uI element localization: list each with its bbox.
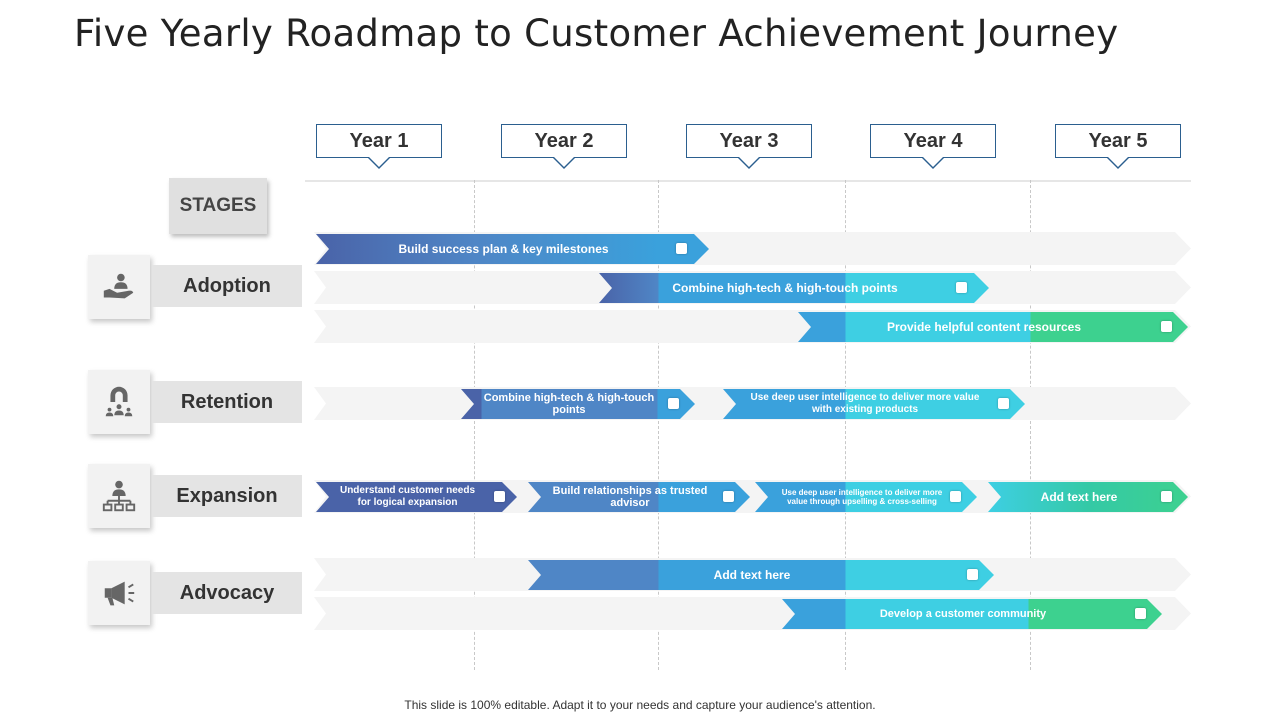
checkbox-marker: [1161, 321, 1172, 332]
bar-text: Build success plan & key milestones: [398, 241, 609, 256]
checkbox-marker: [1161, 491, 1172, 502]
stage-label-advocacy: Advocacy: [152, 572, 302, 614]
retention-icon-box: [88, 370, 150, 434]
roadmap-bar: Add text here: [988, 482, 1188, 512]
roadmap-bar: Add text here: [528, 560, 994, 590]
megaphone-icon: [104, 581, 135, 606]
bar-text: Use deep user intelligence to deliver mo…: [781, 488, 943, 506]
year-divider: [845, 180, 846, 670]
stage-label-retention: Retention: [152, 381, 302, 423]
advocacy-icon-box: [88, 561, 150, 625]
bar-text: Add text here: [713, 567, 791, 582]
bar-text: Develop a customer community: [879, 608, 1047, 620]
header-divider: [305, 180, 1191, 182]
bar-text: Combine high-tech & high-touch points: [672, 280, 898, 295]
bar-text: Use deep user intelligence to deliver mo…: [750, 392, 980, 415]
year-label: Year 5: [1088, 129, 1148, 152]
checkbox-marker: [668, 398, 679, 409]
year-1-header: Year 1: [316, 124, 442, 169]
year-2-header: Year 2: [501, 124, 627, 169]
stage-label-expansion: Expansion: [152, 475, 302, 517]
year-divider: [474, 180, 475, 670]
bar-text: Understand customer needs for logical ex…: [339, 485, 476, 508]
roadmap-bar: Understand customer needs for logical ex…: [316, 482, 517, 512]
year-5-header: Year 5: [1055, 124, 1181, 169]
year-3-header: Year 3: [686, 124, 812, 169]
checkbox-marker: [956, 282, 967, 293]
checkbox-marker: [723, 491, 734, 502]
year-label: Year 1: [349, 129, 409, 152]
stage-label-adoption: Adoption: [152, 265, 302, 307]
roadmap-bar: Build success plan & key milestones: [316, 234, 709, 264]
org-chart-icon: [102, 480, 136, 512]
hand-holding-person-icon: [103, 273, 134, 299]
checkbox-marker: [1135, 608, 1146, 619]
adoption-icon-box: [88, 255, 150, 319]
roadmap-bar: Use deep user intelligence to deliver mo…: [755, 482, 977, 512]
expansion-icon-box: [88, 464, 150, 528]
checkbox-marker: [998, 398, 1009, 409]
year-divider: [658, 180, 659, 670]
roadmap-bar: Use deep user intelligence to deliver mo…: [723, 389, 1025, 419]
bar-text: Provide helpful content resources: [886, 319, 1082, 334]
roadmap-bar: Build relationships as trusted advisor: [528, 482, 750, 512]
bar-text: Build relationships as trusted advisor: [552, 485, 708, 509]
roadmap-bar: Develop a customer community: [782, 599, 1162, 629]
checkbox-marker: [967, 569, 978, 580]
roadmap-bar: Combine high-tech & high-touch points: [461, 389, 695, 419]
checkbox-marker: [676, 243, 687, 254]
stages-header: STAGES: [169, 178, 267, 234]
year-divider: [1030, 180, 1031, 670]
checkbox-marker: [494, 491, 505, 502]
roadmap-bar: Provide helpful content resources: [798, 312, 1188, 342]
checkbox-marker: [950, 491, 961, 502]
magnet-people-icon: [105, 386, 133, 417]
year-label: Year 3: [719, 129, 779, 152]
year-label: Year 4: [903, 129, 963, 152]
bar-text: Add text here: [1040, 489, 1118, 504]
roadmap-bar: Combine high-tech & high-touch points: [599, 273, 989, 303]
footer-note: This slide is 100% editable. Adapt it to…: [404, 698, 876, 712]
slide-title: Five Yearly Roadmap to Customer Achievem…: [74, 12, 1119, 55]
year-label: Year 2: [534, 129, 594, 152]
bar-text: Combine high-tech & high-touch points: [483, 392, 655, 416]
year-4-header: Year 4: [870, 124, 996, 169]
